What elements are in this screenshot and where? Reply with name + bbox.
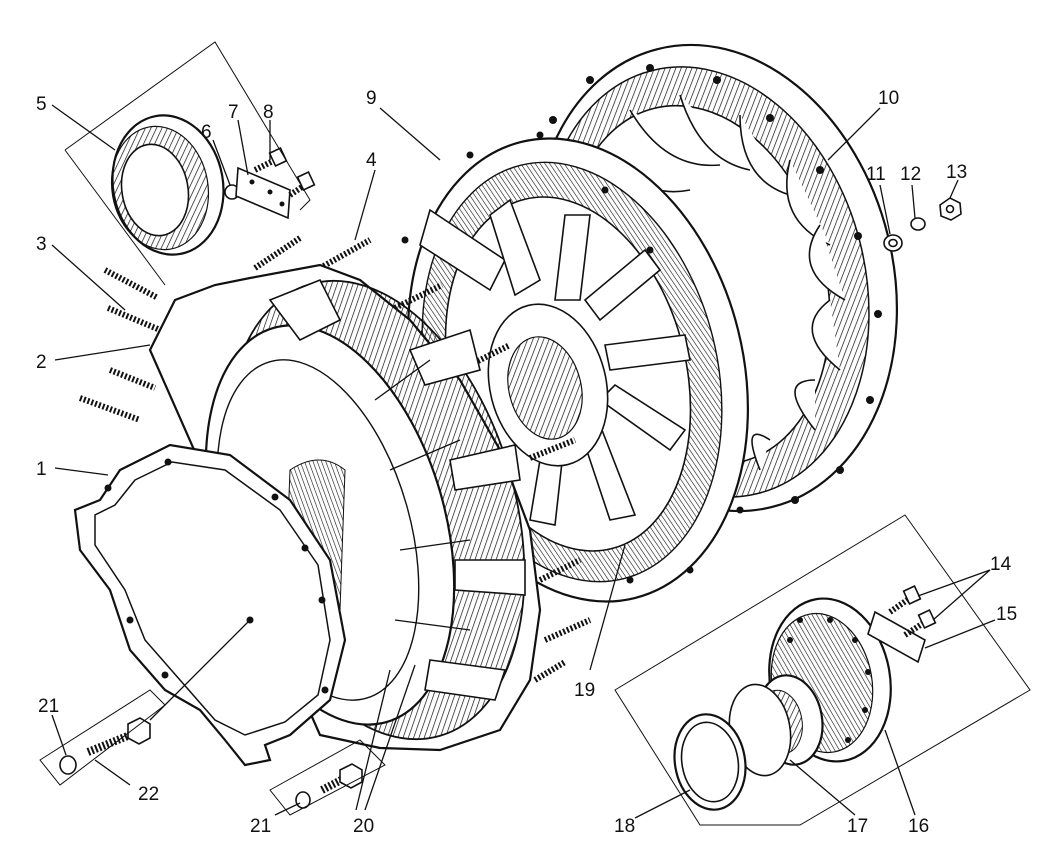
part-22-bolt xyxy=(86,717,151,756)
label-17: 17 xyxy=(847,816,868,837)
leader-lines xyxy=(51,104,996,819)
part-13-nut xyxy=(939,197,962,221)
group-box-20-21 xyxy=(269,739,386,816)
label-2: 2 xyxy=(36,352,47,373)
studs xyxy=(78,235,592,683)
label-11: 11 xyxy=(866,164,886,185)
label-21-a: 21 xyxy=(38,696,59,717)
label-19: 19 xyxy=(574,680,595,701)
label-16: 16 xyxy=(908,816,929,837)
part-21-washer-a xyxy=(59,755,77,775)
housing-bolt-holes xyxy=(549,64,882,504)
label-6: 6 xyxy=(201,122,212,143)
label-1: 1 xyxy=(36,459,47,480)
part-7-plate xyxy=(235,166,291,220)
label-10: 10 xyxy=(878,88,899,109)
label-21-b: 21 xyxy=(250,816,271,837)
label-9: 9 xyxy=(366,88,377,109)
part-11-washer xyxy=(883,234,903,252)
group-box-14-18 xyxy=(614,514,1031,826)
part-1-gasket xyxy=(73,443,347,767)
label-22: 22 xyxy=(138,784,159,805)
parts-14-15-bolt-plate xyxy=(867,585,937,664)
label-20: 20 xyxy=(353,816,374,837)
label-3: 3 xyxy=(36,234,47,255)
label-14: 14 xyxy=(990,554,1012,575)
label-18: 18 xyxy=(614,816,635,837)
label-15: 15 xyxy=(996,604,1017,625)
part-5-seal-ring xyxy=(110,114,225,256)
part-18-ring xyxy=(673,713,747,811)
label-12: 12 xyxy=(900,164,921,185)
callout-labels: 1 2 3 4 5 6 7 8 9 10 11 12 13 14 15 16 1… xyxy=(36,88,1017,837)
disc-bolt-holes xyxy=(401,131,744,584)
label-7: 7 xyxy=(228,102,239,123)
label-4: 4 xyxy=(366,150,377,171)
part-12-spring-washer xyxy=(910,217,926,231)
part-20-bolt xyxy=(320,763,363,794)
group-box-5-8 xyxy=(64,41,311,211)
label-8: 8 xyxy=(263,102,274,123)
label-5: 5 xyxy=(36,94,47,115)
label-13: 13 xyxy=(946,162,967,183)
